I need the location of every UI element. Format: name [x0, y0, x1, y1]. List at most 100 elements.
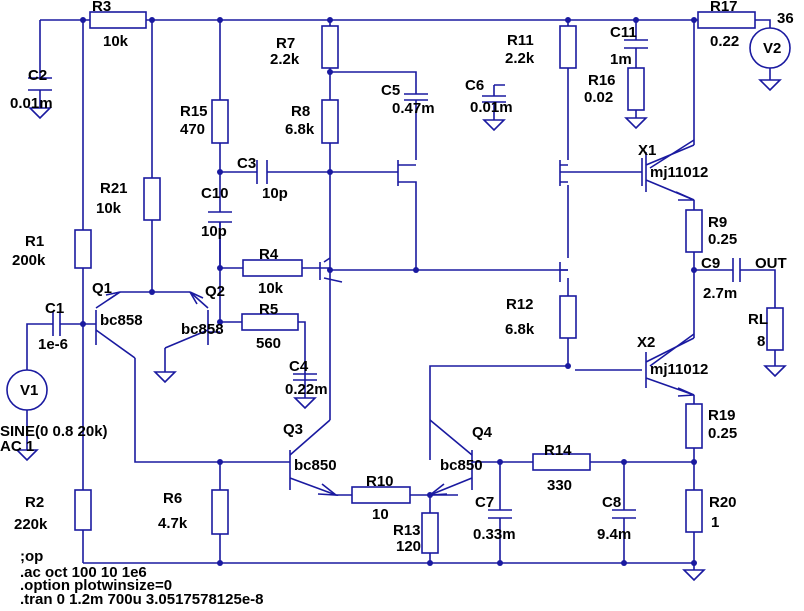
r4-resistor[interactable]: [242, 259, 303, 277]
r16-ref: R16: [588, 72, 616, 89]
r14-ref: R14: [544, 442, 572, 459]
r13-ref: R13: [393, 522, 421, 539]
ground-icon: [293, 397, 317, 410]
rl-value: 8: [757, 333, 765, 350]
ground-icon: [758, 79, 782, 92]
r15-ref: R15: [180, 103, 208, 120]
c3-capacitor[interactable]: [256, 160, 268, 184]
ground-icon: [482, 119, 506, 132]
voltage-sources: [6, 27, 791, 411]
r1-resistor[interactable]: [74, 229, 92, 269]
c3-ref: C3: [237, 155, 256, 172]
ground-icon: [624, 117, 648, 130]
c11-capacitor[interactable]: [624, 39, 648, 49]
q3-value: bc850: [294, 457, 337, 474]
r12-ref: R12: [506, 296, 534, 313]
r6-value: 4.7k: [158, 515, 188, 532]
c3-value: 10p: [262, 185, 288, 202]
c8-capacitor[interactable]: [612, 509, 636, 519]
r16-resistor[interactable]: [627, 67, 645, 111]
q4-transistor[interactable]: [429, 419, 473, 496]
c9-value: 2.7m: [703, 285, 737, 302]
r20-value: 1: [711, 514, 719, 531]
r11-resistor[interactable]: [559, 25, 577, 69]
q1-ref: Q1: [92, 280, 112, 297]
v2-value: 36: [777, 10, 794, 27]
c5-ref: C5: [381, 82, 400, 99]
r13-resistor[interactable]: [421, 512, 439, 554]
r9-resistor[interactable]: [685, 209, 703, 253]
c6-value: 0.01m: [470, 99, 513, 116]
directive-line: .tran 0 1.2m 700u 3.0517578125e-8: [20, 591, 264, 608]
q4-ref: Q4: [472, 424, 493, 441]
c7-ref: C7: [475, 494, 494, 511]
r4-ref: R4: [259, 246, 279, 263]
resistor-symbols: [74, 11, 784, 554]
c6-ref: C6: [465, 77, 484, 94]
r2-resistor[interactable]: [74, 489, 92, 531]
c10-capacitor[interactable]: [208, 211, 232, 223]
spice-directives: ;op .ac oct 100 10 1e6 .option plotwinsi…: [20, 548, 264, 608]
r12-value: 6.8k: [505, 321, 535, 338]
r9-ref: R9: [708, 214, 727, 231]
r7-value: 2.2k: [270, 51, 300, 68]
c2-value: 0.01m: [10, 95, 53, 112]
r15-resistor[interactable]: [211, 99, 229, 144]
r14-resistor[interactable]: [532, 453, 591, 471]
directive-line: .option plotwinsize=0: [20, 577, 172, 594]
r19-resistor[interactable]: [685, 403, 703, 449]
rl-ref: RL: [748, 311, 768, 328]
r12-resistor[interactable]: [559, 295, 577, 339]
r5-resistor[interactable]: [241, 313, 299, 331]
c1-ref: C1: [45, 300, 64, 317]
r21-resistor[interactable]: [143, 177, 161, 221]
r4-value: 10k: [258, 280, 284, 297]
r10-ref: R10: [366, 473, 394, 490]
c7-capacitor[interactable]: [488, 509, 512, 519]
q4-value: bc850: [440, 457, 483, 474]
r3-resistor[interactable]: [89, 11, 147, 29]
r17-ref: R17: [710, 0, 738, 15]
c9-capacitor[interactable]: [732, 258, 741, 282]
component-labels: R3 10k R17 0.22 36 V2 C2 0.01m R7 2.2k R…: [0, 0, 794, 555]
c7-value: 0.33m: [473, 526, 516, 543]
r17-value: 0.22: [710, 33, 739, 50]
c1-capacitor[interactable]: [52, 312, 61, 336]
ground-icon: [682, 569, 706, 582]
r13-value: 120: [396, 538, 421, 555]
r9-value: 0.25: [708, 231, 737, 248]
c6-capacitor[interactable]: [482, 95, 506, 103]
c5-capacitor[interactable]: [404, 93, 428, 101]
q3-transistor[interactable]: [289, 419, 337, 496]
directive-line: .ac oct 100 10 1e6: [20, 564, 147, 581]
r10-value: 10: [372, 506, 389, 523]
r8-value: 6.8k: [285, 121, 315, 138]
rl-resistor[interactable]: [766, 307, 784, 351]
c10-value: 10p: [201, 223, 227, 240]
c2-capacitor[interactable]: [28, 77, 52, 91]
v1-ref: V1: [20, 382, 38, 399]
capacitor-symbols: [28, 39, 741, 519]
r2-ref: R2: [25, 494, 44, 511]
r14-value: 330: [547, 477, 572, 494]
r20-resistor[interactable]: [685, 489, 703, 533]
r10-resistor[interactable]: [351, 486, 411, 504]
r8-ref: R8: [291, 103, 310, 120]
c4-capacitor[interactable]: [293, 373, 317, 381]
r20-ref: R20: [709, 494, 737, 511]
r8-resistor[interactable]: [321, 99, 339, 144]
r16-value: 0.02: [584, 89, 613, 106]
c1-value: 1e-6: [38, 336, 68, 353]
c9-ref: C9: [701, 255, 720, 272]
ground-icon: [15, 449, 39, 462]
r7-resistor[interactable]: [321, 25, 339, 69]
c4-ref: C4: [289, 358, 309, 375]
r6-resistor[interactable]: [211, 489, 229, 535]
out-label: OUT: [755, 255, 787, 272]
c11-value: 1m: [610, 51, 632, 68]
v1-source[interactable]: [6, 369, 48, 411]
r17-resistor[interactable]: [697, 11, 756, 29]
q2-transistor[interactable]: [164, 291, 209, 349]
directive-line: ;op: [20, 548, 43, 565]
